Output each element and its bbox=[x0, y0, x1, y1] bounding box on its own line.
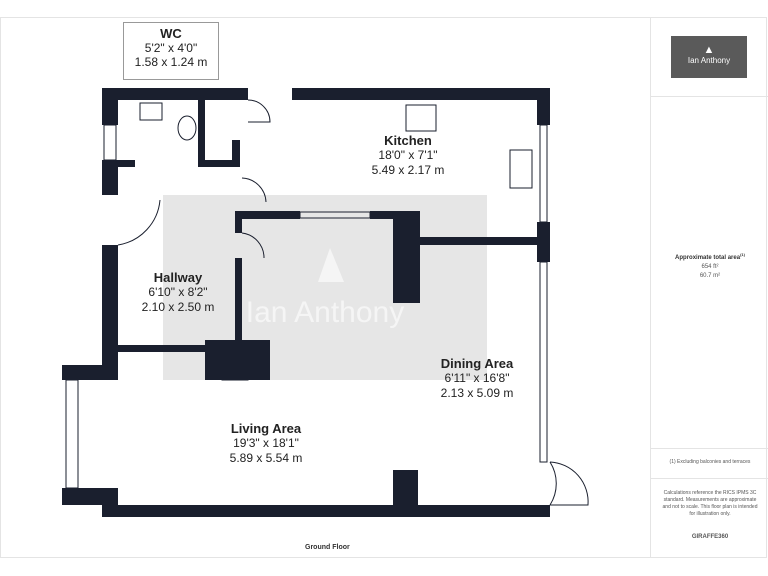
svg-text:Ian Anthony: Ian Anthony bbox=[246, 296, 404, 329]
windows bbox=[65, 99, 589, 506]
hob-icon bbox=[405, 104, 437, 132]
credit: GIRAFFE360 bbox=[691, 534, 729, 540]
toilet-icon bbox=[177, 115, 197, 141]
floor-plan: Ian Anthony bbox=[62, 88, 589, 517]
logo-mark-icon: ▲ bbox=[703, 44, 715, 56]
footnote: (1) Excluding balconies and terraces bbox=[669, 459, 751, 465]
disclaimer: Calculations reference the RICS IPMS 3C … bbox=[662, 490, 758, 517]
brand-logo: ▲ Ian Anthony bbox=[671, 36, 747, 78]
info-panel: ▲ Ian Anthony Approximate total area(1) … bbox=[650, 18, 768, 558]
area-summary: Approximate total area(1) 654 ft² 60.7 m… bbox=[675, 252, 745, 279]
walls bbox=[62, 88, 550, 517]
basin-icon bbox=[139, 102, 163, 121]
floor-label: Ground Floor bbox=[305, 544, 350, 551]
watermark-logo: Ian Anthony bbox=[246, 248, 404, 329]
room-label-wc: WC 5'2" x 4'0" 1.58 x 1.24 m bbox=[123, 22, 219, 80]
